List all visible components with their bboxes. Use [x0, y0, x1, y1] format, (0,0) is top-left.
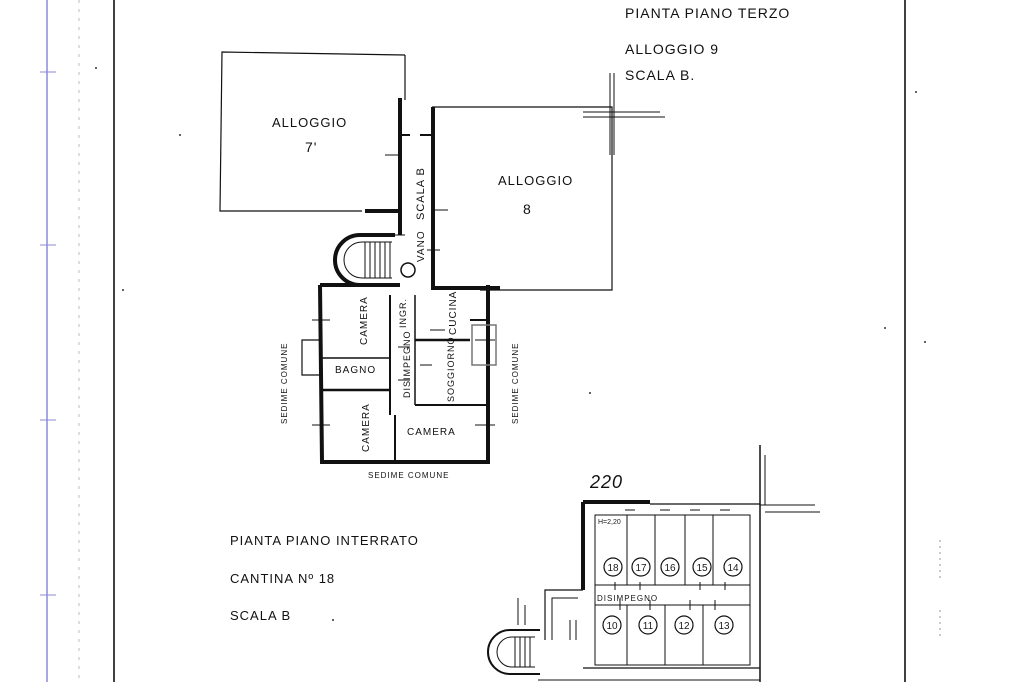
- unit-8-label: ALLOGGIO: [498, 173, 573, 188]
- unit-8-number: 8: [523, 201, 532, 217]
- cellar-disimpegno: DISIMPEGNO: [597, 594, 658, 603]
- room-cucina: CUCINA: [448, 291, 459, 335]
- cellar-17: 17: [631, 557, 651, 577]
- page-number: 220: [589, 472, 623, 492]
- plan-header: PIANTA PIANO TERZO ALLOGGIO 9 SCALA B.: [625, 5, 790, 83]
- cellar-17-number: 17: [635, 563, 647, 574]
- room-soggiorno: SOGGIORNO: [446, 336, 456, 402]
- room-ingresso: INGR.: [398, 298, 408, 328]
- cellar-14: 14: [723, 557, 743, 577]
- cellar-10-number: 10: [606, 621, 618, 632]
- cellar-18-number: 18: [607, 563, 619, 574]
- basement-caption: PIANTA PIANO INTERRATO CANTINA Nº 18 SCA…: [230, 533, 419, 623]
- room-bagno: BAGNO: [335, 365, 376, 376]
- cellar-12: 12: [674, 615, 694, 635]
- basement-title: PIANTA PIANO INTERRATO: [230, 533, 419, 548]
- cellar-16-number: 16: [664, 563, 676, 574]
- unit-7-number: 7': [305, 139, 317, 155]
- stair-label: SCALA B: [415, 167, 427, 220]
- room-disimpegno: DISIMPEGNO: [402, 330, 412, 398]
- cellar-plan: 220: [487, 445, 820, 682]
- cellar-11: 11: [638, 615, 658, 635]
- scan-specks: [95, 67, 926, 621]
- cellar-16: 16: [660, 557, 680, 577]
- cellar-15-number: 15: [696, 563, 708, 574]
- header-unit: ALLOGGIO 9: [625, 41, 719, 57]
- header-stair: SCALA B.: [625, 67, 695, 83]
- sedime-right-label: SEDIME COMUNE: [511, 343, 520, 424]
- cellar-14-number: 14: [727, 563, 739, 574]
- sedime-left-label: SEDIME COMUNE: [280, 343, 289, 424]
- header-title: PIANTA PIANO TERZO: [625, 5, 790, 21]
- sheet-border: [40, 0, 941, 682]
- landing-label: VANO: [416, 230, 427, 262]
- room-camera-top: CAMERA: [359, 296, 370, 345]
- room-camera-bottom-right: CAMERA: [407, 427, 456, 438]
- upper-floor-plan: ALLOGGIO 7' ALLOGGIO 8 SCALA B VANO CAME…: [219, 51, 665, 480]
- cellar-15: 15: [692, 557, 712, 577]
- basement-stair: SCALA B: [230, 608, 291, 623]
- sedime-bottom-label: SEDIME COMUNE: [368, 471, 449, 480]
- room-camera-bottom-left: CAMERA: [361, 403, 372, 452]
- basement-cellar: CANTINA Nº 18: [230, 571, 335, 586]
- cellar-11-number: 11: [643, 621, 654, 632]
- unit-7-label: ALLOGGIO: [272, 115, 347, 130]
- cellar-13-number: 13: [718, 621, 730, 632]
- cellar-12-number: 12: [678, 621, 690, 632]
- cellar-10: 10: [602, 615, 622, 635]
- cellar-13: 13: [714, 615, 734, 635]
- cellar-18: 18: [603, 557, 623, 577]
- cellar-height-note: H=2,20: [598, 519, 621, 526]
